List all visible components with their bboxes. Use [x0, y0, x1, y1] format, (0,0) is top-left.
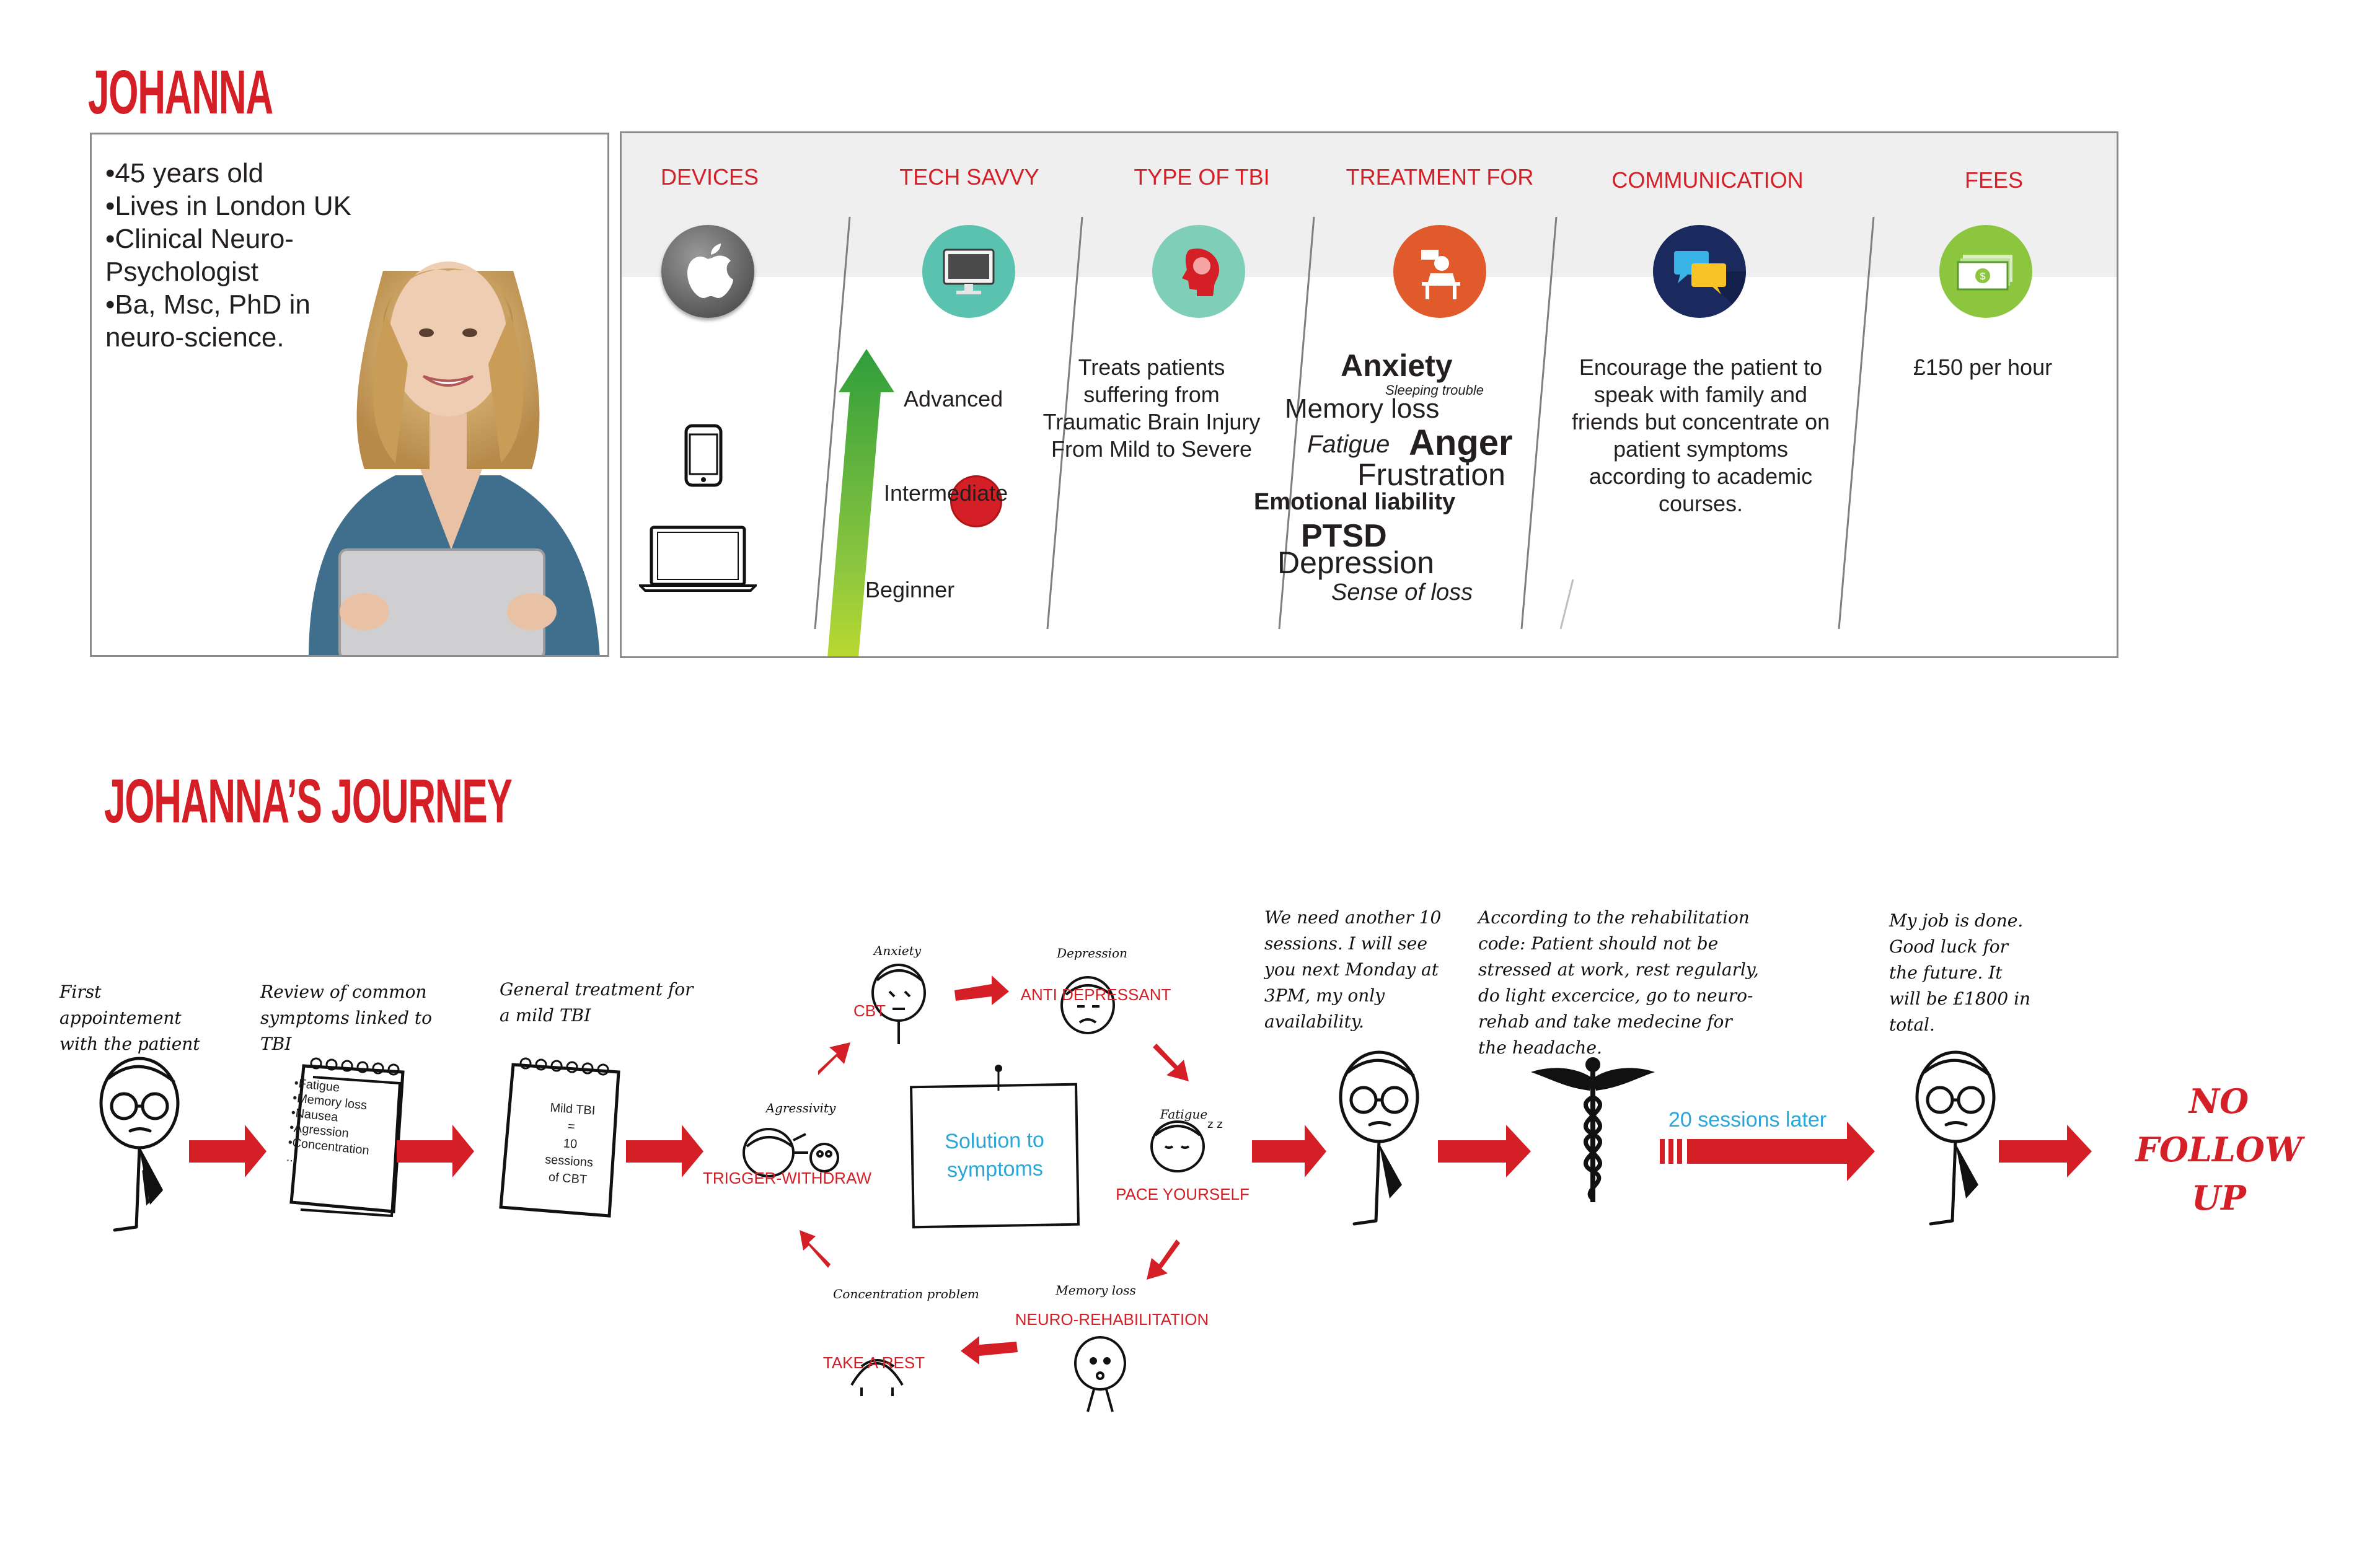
characteristics-panel: DEVICES TECH SAVVY TYPE OF TBI TREATMENT…	[620, 131, 2118, 658]
treatment-pace-yourself: PACE YOURSELF	[1116, 1185, 1250, 1203]
quote-rehab-code: According to the rehabilitation code: Pa…	[1478, 907, 1759, 1058]
anxious-head-icon	[871, 964, 926, 1044]
step1-note: First appointement with the patient	[60, 982, 200, 1054]
treatment-cbt: CBT	[853, 1001, 886, 1020]
student-desk-icon	[1393, 225, 1486, 318]
treatment-trigger-withdraw: TRIGGER-WITHDRAW	[703, 1169, 871, 1187]
level-beginner: Beginner	[865, 577, 955, 602]
symptom-list: •Fatigue •Memory loss •Nausea •Agression…	[286, 1076, 376, 1173]
tbi-description: Treats patients suffering from Traumatic…	[1042, 354, 1261, 462]
current-level-marker	[950, 475, 1002, 527]
symptom-depression: Depression	[1057, 946, 1127, 961]
svg-text:$: $	[1980, 271, 1986, 282]
money-bills-icon: $	[1939, 225, 2032, 318]
column-dividers	[814, 216, 1875, 630]
solution-box: Solution to symptoms	[910, 1083, 1080, 1229]
treatment-take-a-rest: TAKE A REST	[822, 1353, 925, 1372]
word-fatigue: Fatigue	[1307, 431, 1390, 458]
tech-level-arrow	[827, 349, 894, 656]
profile-card: •45 years old •Lives in London UK •Clini…	[90, 133, 609, 657]
chat-bubbles-icon	[1653, 225, 1746, 318]
bio-education: •Ba, Msc, PhD in neuro-science.	[105, 289, 311, 353]
word-sleeping-trouble: Sleeping trouble	[1385, 382, 1484, 398]
quote-more-sessions: We need another 10 sessions. I will see …	[1264, 907, 1442, 1032]
cbt-note-line: 10 sessions	[544, 1137, 594, 1170]
symptom-concentration: Concentration problem	[833, 1286, 979, 1301]
category-communication: COMMUNICATION	[1611, 167, 1804, 193]
smartphone-icon	[684, 424, 723, 487]
caduceus-icon	[1531, 1057, 1655, 1202]
symptom-anxiety: Anxiety	[873, 943, 922, 958]
step2-note: Review of common symptoms linked to TBI	[260, 982, 433, 1054]
resting-head-icon	[850, 1359, 904, 1396]
notepad-icon	[499, 1057, 620, 1218]
level-advanced: Advanced	[904, 386, 1003, 411]
arrow-icon	[1252, 1125, 1326, 1177]
symptom-memory-loss: Memory loss	[1056, 1283, 1136, 1298]
category-band	[622, 133, 2117, 277]
word-sense-of-loss: Sense of loss	[1331, 579, 1473, 605]
doctor-figure-icon	[99, 1057, 180, 1232]
brain-head-icon	[1152, 225, 1245, 318]
word-ptsd: PTSD	[1301, 518, 1387, 554]
doctor-figure-icon	[1915, 1050, 1996, 1226]
persona-name: JOHANNA	[88, 58, 273, 127]
communication-description: Encourage the patient to speak with fami…	[1571, 354, 1830, 516]
word-depression: Depression	[1277, 545, 1434, 580]
quote-job-done: My job is done. Good luck for the future…	[1889, 910, 2031, 1035]
no-follow-up-label: NO FOLLOW UP	[2135, 1081, 2303, 1218]
step3-note: General treatment for a mild TBI	[500, 979, 694, 1026]
treatment-neuro-rehabilitation: NEURO-REHABILITATION	[1015, 1310, 1209, 1329]
bio-location: •Lives in London UK	[105, 191, 351, 221]
word-memory-loss: Memory loss	[1285, 394, 1440, 424]
bio-job: •Clinical Neuro-Psychologist	[105, 224, 294, 287]
tired-head-icon: z z	[1150, 1118, 1223, 1172]
journey-title: JOHANNA’S JOURNEY	[104, 767, 513, 836]
cbt-note: Mild TBI = 10 sessions of CBT	[536, 1099, 604, 1190]
word-anxiety: Anxiety	[1341, 348, 1453, 383]
level-intermediate: Intermediate	[884, 480, 1008, 506]
woman-portrait-with-laptop-icon	[309, 262, 600, 655]
aggressive-heads-icon	[743, 1128, 839, 1177]
sessions-later-label: 20 sessions later	[1668, 1108, 1827, 1132]
treatment-anti-depressant: ANTI DEPRESSANT	[1020, 985, 1171, 1004]
symptom-fatigue: Fatigue	[1160, 1107, 1208, 1122]
solution-box-text: Solution to symptoms	[944, 1128, 1045, 1182]
pin-icon	[995, 1065, 1002, 1091]
depressed-head-icon	[1060, 976, 1115, 1034]
notepad-icon	[289, 1057, 405, 1218]
category-devices: DEVICES	[660, 164, 759, 190]
svg-text:z z: z z	[1207, 1118, 1223, 1131]
word-frustration: Frustration	[1357, 457, 1505, 492]
fees-value: £150 per hour	[1913, 354, 2053, 380]
category-type-of-tbi: TYPE OF TBI	[1134, 164, 1270, 190]
bio-age: •45 years old	[105, 158, 264, 188]
word-anger: Anger	[1409, 423, 1513, 463]
forgetful-head-icon	[1074, 1336, 1126, 1412]
laptop-icon	[639, 526, 757, 592]
bio-list: •45 years old •Lives in London UK •Clini…	[105, 157, 378, 354]
monitor-icon	[922, 225, 1015, 318]
arrow-icon	[189, 1125, 267, 1177]
category-tech-savvy: TECH SAVVY	[899, 164, 1039, 190]
symptom-agressivity: Agressivity	[765, 1101, 836, 1115]
doctor-figure-icon	[1339, 1050, 1419, 1226]
arrow-icon	[1438, 1125, 1531, 1177]
arrow-icon	[626, 1125, 703, 1177]
category-fees: FEES	[1964, 167, 2024, 193]
category-treatment-for: TREATMENT FOR	[1346, 164, 1534, 190]
apple-icon	[661, 225, 754, 318]
word-emotional-liability: Emotional liability	[1254, 489, 1456, 515]
